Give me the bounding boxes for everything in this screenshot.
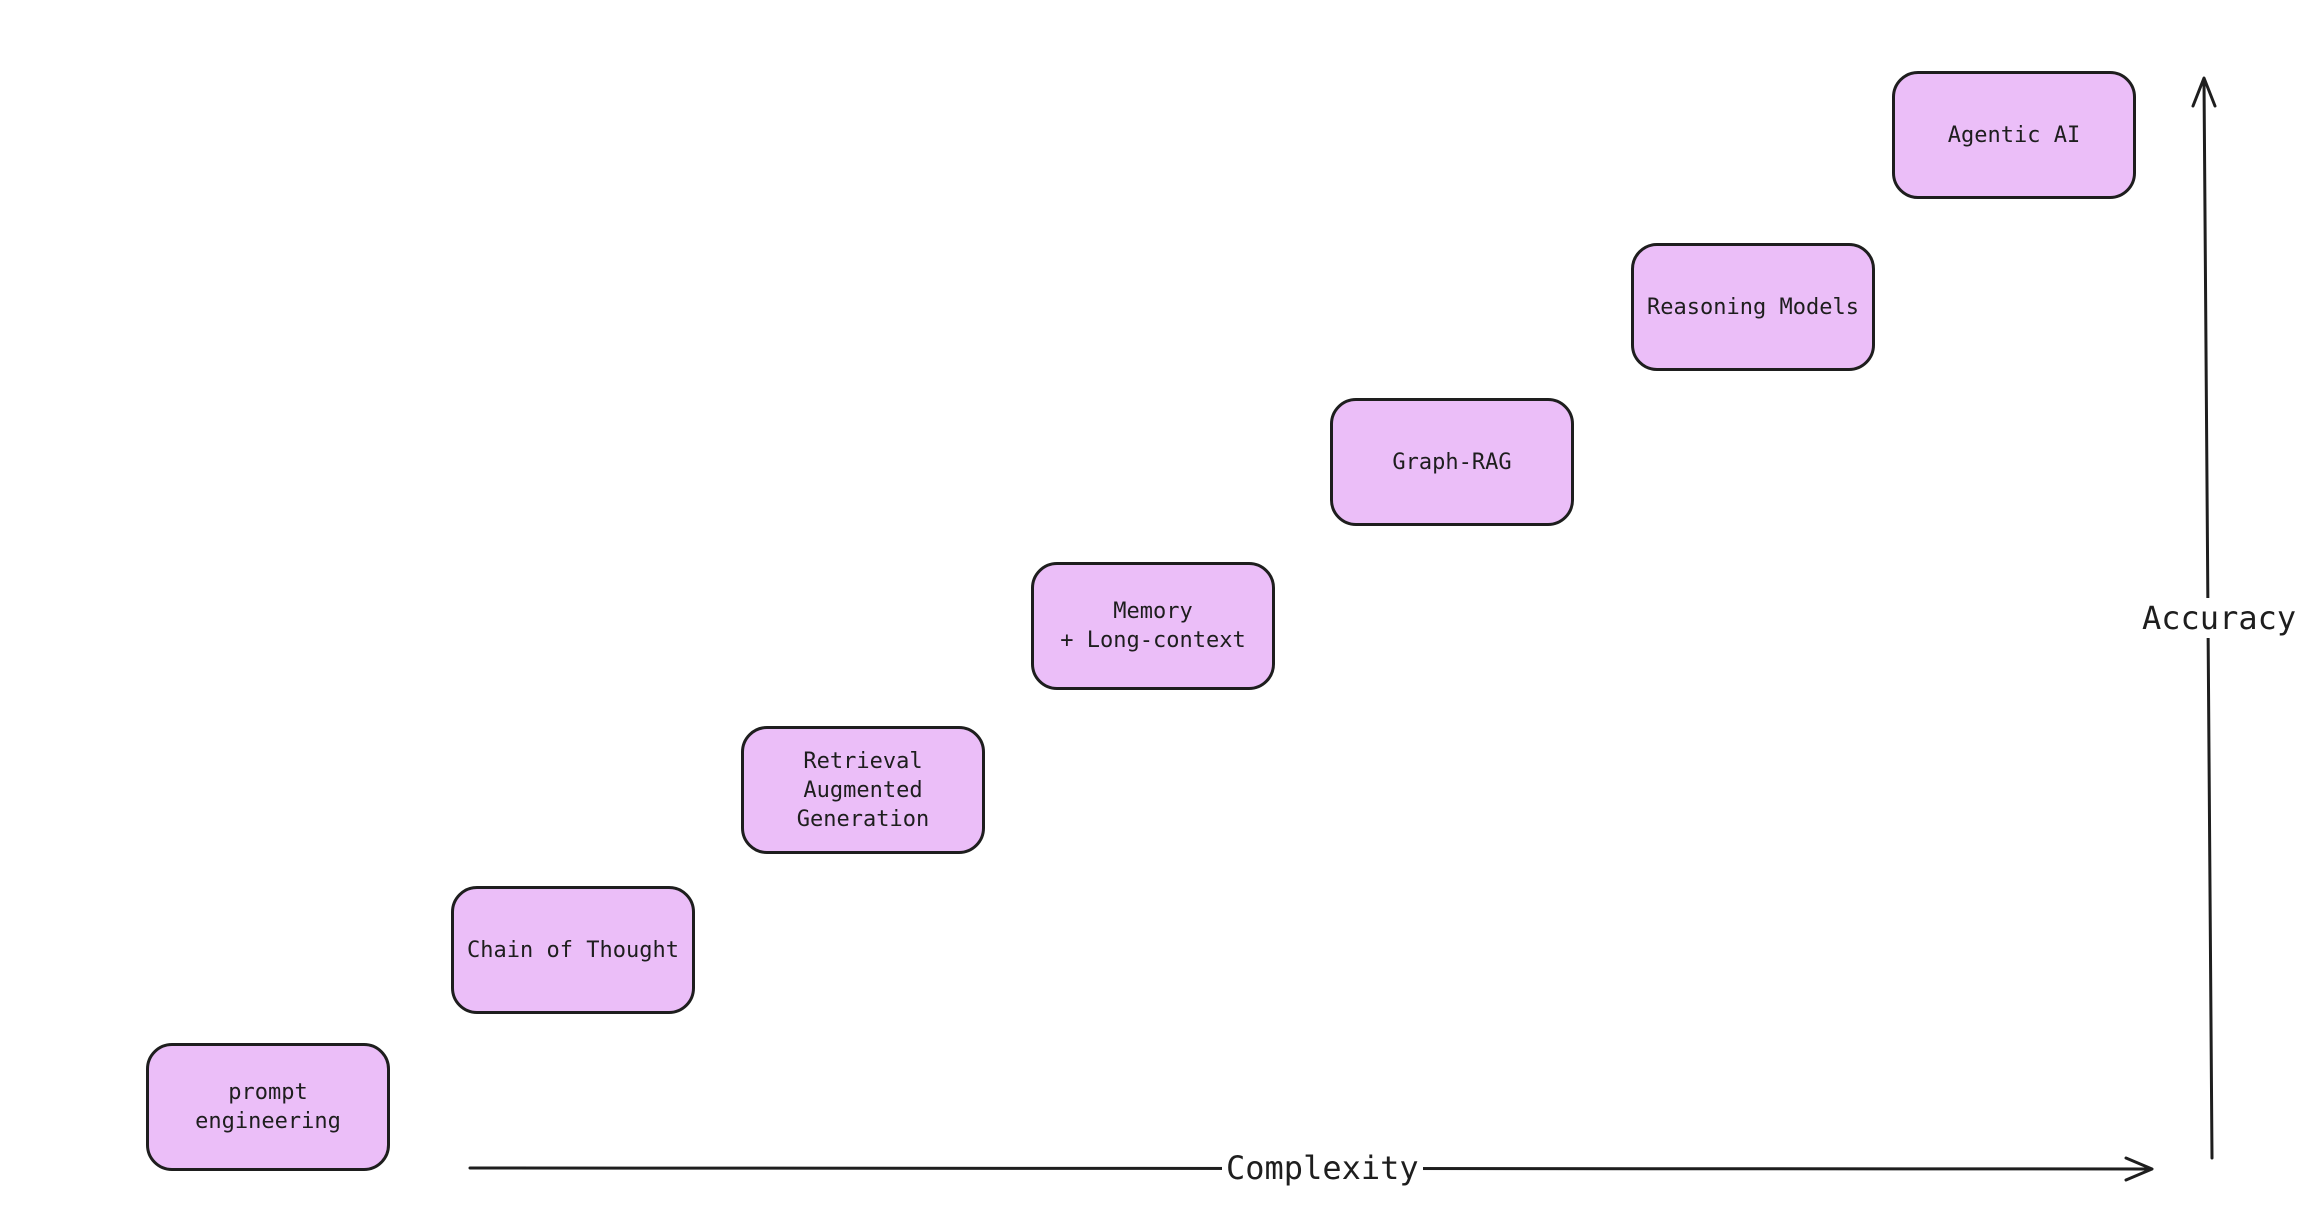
stage-label: Memory + Long-context: [1060, 599, 1246, 653]
stage-label: Agentic AI: [1947, 122, 2081, 148]
y-axis-label: Accuracy: [2140, 598, 2299, 638]
stage-label: Graph-RAG: [1392, 449, 1512, 475]
stage-chain-of-thought: Chain of Thought: [451, 886, 695, 1014]
stage-memory-long-context: Memory + Long-context: [1031, 562, 1275, 690]
stage-label: Reasoning Models: [1647, 294, 1859, 320]
stage-label: Retrieval Augmented Generation: [796, 748, 930, 832]
x-axis-label: Complexity: [1222, 1148, 1423, 1188]
stage-label: prompt engineering: [195, 1080, 341, 1134]
y-axis-arrowhead: [2191, 76, 2217, 108]
stage-agentic-ai: Agentic AI: [1892, 71, 2136, 199]
stage-graph-rag: Graph-RAG: [1330, 398, 1574, 526]
stage-label: Chain of Thought: [467, 937, 679, 963]
stage-prompt-engineering: prompt engineering: [146, 1043, 390, 1171]
stage-retrieval-augmented-generation: Retrieval Augmented Generation: [741, 726, 985, 854]
stage-reasoning-models: Reasoning Models: [1631, 243, 1875, 371]
x-axis-arrowhead: [2124, 1156, 2154, 1182]
